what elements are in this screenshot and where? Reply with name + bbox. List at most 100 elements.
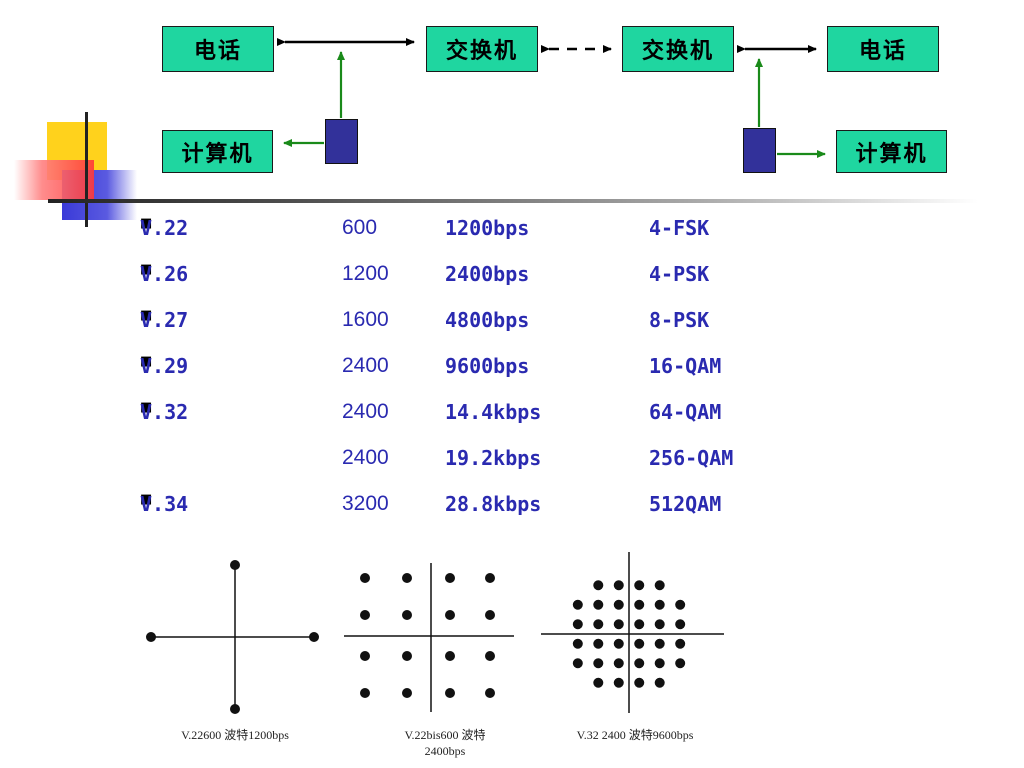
standard-baud: 3200 bbox=[342, 492, 389, 515]
phone-right-label: 电话 bbox=[858, 38, 907, 64]
standard-baud: 2400 bbox=[342, 400, 389, 423]
deco-red-square bbox=[14, 160, 94, 200]
standard-modulation: 16-QAM bbox=[649, 354, 722, 378]
constellation-point bbox=[593, 638, 604, 649]
standard-name: V.22 bbox=[140, 216, 189, 240]
constellation-point bbox=[675, 619, 686, 630]
computer-right-label: 计算机 bbox=[855, 140, 928, 167]
constellation-point bbox=[654, 658, 665, 669]
standard-modulation: 512QAM bbox=[649, 492, 722, 516]
constellation-point bbox=[360, 573, 370, 583]
constellation-point bbox=[613, 619, 624, 630]
caption-v32: V.32 2400 波特9600bps bbox=[545, 727, 725, 743]
standard-rate: 1200bps bbox=[445, 216, 530, 240]
standard-baud: 2400 bbox=[342, 354, 389, 377]
standard-name: V.27 bbox=[140, 308, 189, 332]
constellation-point bbox=[654, 599, 665, 610]
constellation-point bbox=[593, 580, 604, 591]
constellation-16-point bbox=[344, 563, 514, 712]
constellation-point bbox=[613, 638, 624, 649]
constellation-point bbox=[402, 573, 412, 583]
constellation-4-point bbox=[146, 560, 319, 714]
constellation-point bbox=[360, 610, 370, 620]
standard-name: V.32 bbox=[140, 400, 189, 424]
standard-baud: 1200 bbox=[342, 262, 389, 285]
constellation-point bbox=[572, 638, 583, 649]
standard-rate: 2400bps bbox=[445, 262, 530, 286]
switch-right-label: 交换机 bbox=[641, 38, 714, 64]
constellation-point bbox=[445, 610, 455, 620]
switch-right-box: 交换机 bbox=[622, 26, 734, 72]
phone-left-label: 电话 bbox=[193, 38, 242, 64]
constellation-point bbox=[593, 658, 604, 669]
constellation-point bbox=[360, 651, 370, 661]
constellation-point bbox=[675, 599, 686, 610]
caption-v32-text: V.32 2400 波特9600bps bbox=[576, 728, 694, 742]
standard-modulation: 4-FSK bbox=[649, 216, 710, 240]
standard-modulation: 4-PSK bbox=[649, 262, 710, 286]
constellation-point bbox=[654, 580, 665, 591]
constellation-point bbox=[654, 677, 665, 688]
constellation-point bbox=[613, 599, 624, 610]
standard-name: V.29 bbox=[140, 354, 189, 378]
caption-v22bis-line2: 2400bps bbox=[424, 744, 466, 758]
standard-name: V.26 bbox=[140, 262, 189, 286]
modem-left bbox=[325, 119, 358, 164]
standard-modulation: 64-QAM bbox=[649, 400, 722, 424]
caption-v22bis-line1: V.22bis600 波特 bbox=[404, 728, 486, 742]
constellation-point bbox=[445, 651, 455, 661]
switch-left-label: 交换机 bbox=[445, 38, 518, 64]
constellation-point bbox=[402, 610, 412, 620]
caption-v22bis: V.22bis600 波特 2400bps bbox=[360, 727, 530, 759]
bullet: ■ bbox=[140, 400, 153, 415]
bullet: ■ bbox=[140, 262, 153, 277]
standard-name: V.34 bbox=[140, 492, 189, 516]
constellation-point bbox=[230, 704, 240, 714]
constellation-point bbox=[634, 658, 645, 669]
standard-rate: 19.2kbps bbox=[445, 446, 542, 470]
computer-right-box: 计算机 bbox=[836, 130, 947, 173]
constellation-point bbox=[593, 599, 604, 610]
constellation-point bbox=[402, 651, 412, 661]
constellation-point bbox=[445, 688, 455, 698]
constellation-point bbox=[613, 658, 624, 669]
constellation-point bbox=[309, 632, 319, 642]
deco-horizontal-rule bbox=[48, 199, 978, 203]
constellation-point bbox=[634, 580, 645, 591]
constellation-point bbox=[634, 599, 645, 610]
constellation-point bbox=[613, 677, 624, 688]
constellation-point bbox=[654, 638, 665, 649]
constellation-point bbox=[634, 619, 645, 630]
constellation-point bbox=[485, 651, 495, 661]
computer-left-label: 计算机 bbox=[181, 140, 254, 167]
bullet: ■ bbox=[140, 492, 153, 507]
bullet: ■ bbox=[140, 216, 153, 231]
caption-v22: V.22600 波特1200bps bbox=[150, 727, 320, 743]
bullet: ■ bbox=[140, 308, 153, 323]
constellation-point bbox=[146, 632, 156, 642]
phone-right-box: 电话 bbox=[827, 26, 939, 72]
constellation-point bbox=[230, 560, 240, 570]
standard-baud: 600 bbox=[342, 216, 378, 239]
constellation-point bbox=[485, 610, 495, 620]
standard-rate: 4800bps bbox=[445, 308, 530, 332]
bullet: ■ bbox=[140, 354, 153, 369]
constellation-point bbox=[485, 573, 495, 583]
constellation-point bbox=[572, 599, 583, 610]
caption-v22-text: V.22600 波特1200bps bbox=[181, 728, 289, 742]
standard-modulation: 256-QAM bbox=[649, 446, 734, 470]
standard-rate: 28.8kbps bbox=[445, 492, 542, 516]
constellation-point bbox=[593, 619, 604, 630]
constellation-point bbox=[634, 677, 645, 688]
constellation-32-point bbox=[541, 552, 724, 713]
constellation-point bbox=[593, 677, 604, 688]
standard-baud: 2400 bbox=[342, 446, 389, 469]
switch-left-box: 交换机 bbox=[426, 26, 538, 72]
constellation-point bbox=[634, 638, 645, 649]
constellation-point bbox=[572, 658, 583, 669]
modem-right bbox=[743, 128, 776, 173]
standard-baud: 1600 bbox=[342, 308, 389, 331]
standard-rate: 14.4kbps bbox=[445, 400, 542, 424]
